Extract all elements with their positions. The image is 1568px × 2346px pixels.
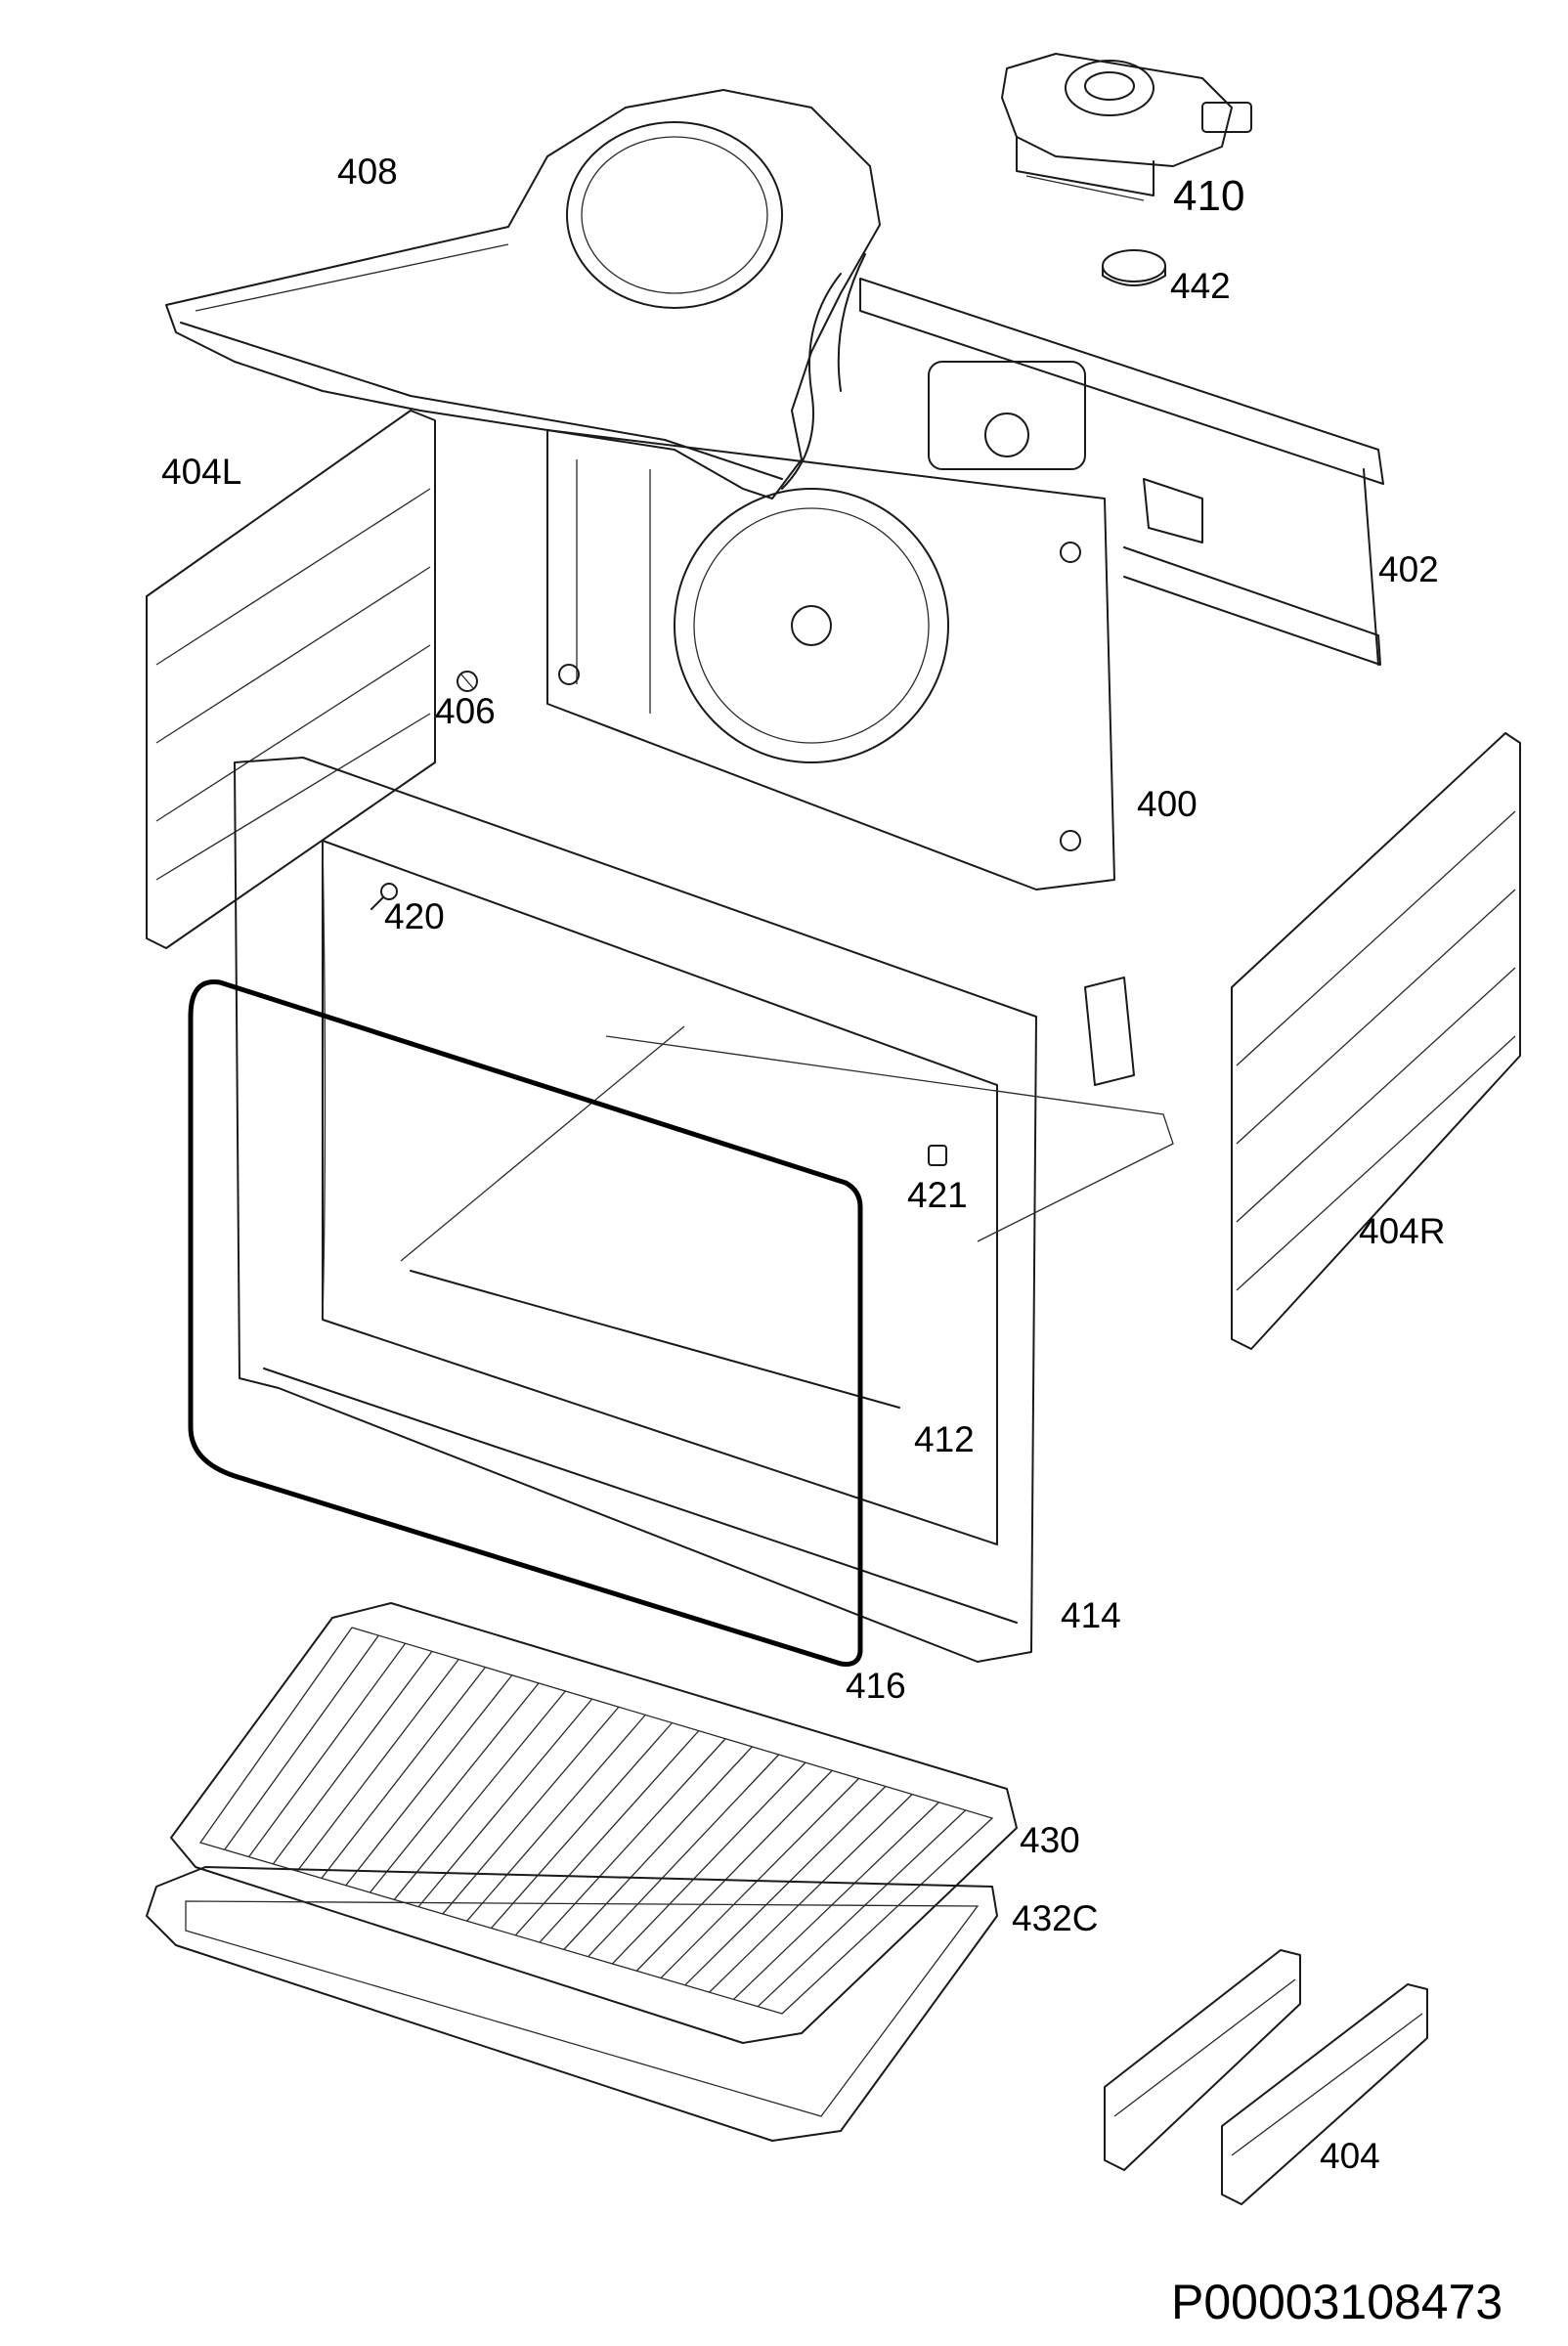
label-421: 421 [907, 1175, 968, 1215]
label-442: 442 [1170, 266, 1231, 306]
part-421-screw [928, 1145, 947, 1166]
shelf-bar [732, 1802, 939, 2000]
label-406: 406 [435, 691, 496, 731]
shelf-bar [563, 1746, 753, 1950]
label-410: 410 [1173, 172, 1244, 220]
label-402: 402 [1378, 549, 1439, 589]
part-404L-runner [146, 410, 436, 949]
diagram-code: P00003108473 [1171, 2275, 1503, 2329]
label-408: 408 [337, 152, 398, 192]
shelf-bar [321, 1667, 486, 1879]
shelf-bar [757, 1809, 967, 2008]
shelf-bar [709, 1794, 913, 1993]
label-404R: 404R [1359, 1211, 1445, 1251]
label-400: 400 [1137, 784, 1198, 824]
shelf-bar [635, 1769, 833, 1972]
label-432C: 432C [1012, 1898, 1098, 1938]
label-430: 430 [1020, 1820, 1080, 1860]
label-416: 416 [846, 1666, 906, 1706]
part-430-wire-shelf [170, 1602, 1018, 2044]
shelf-bar [442, 1706, 620, 1915]
part-414-cavity-frame [234, 757, 1174, 1663]
shelf-bar [466, 1714, 646, 1922]
label-412: 412 [914, 1419, 975, 1459]
part-404-telescopic-runners [1104, 1949, 1428, 2205]
part-410-module [1001, 53, 1252, 201]
part-402-rail [859, 278, 1384, 666]
shelf-bar [370, 1682, 540, 1893]
part-420-screw [370, 883, 398, 910]
part-406-clip [457, 671, 478, 692]
part-408-fan-cover [165, 89, 881, 500]
shelf-bar [514, 1730, 700, 1936]
label-420: 420 [384, 896, 445, 936]
label-404: 404 [1320, 2136, 1380, 2176]
part-404R-runner [1231, 732, 1521, 1350]
shelf-bar [684, 1786, 887, 1986]
shelf-bar [296, 1659, 459, 1872]
part-442-disc [1102, 249, 1166, 286]
shelf-bar [393, 1690, 566, 1900]
shelf-bar [491, 1722, 673, 1929]
shelf-bar [539, 1738, 726, 1943]
label-404L: 404L [161, 452, 241, 492]
shelf-bar [588, 1754, 780, 1958]
shelf-bar [345, 1674, 513, 1887]
shelf-bar [272, 1650, 433, 1865]
shelf-bars [224, 1634, 967, 2008]
shelf-bar [611, 1761, 806, 1965]
part-432C-tray [146, 1866, 998, 2142]
shelf-bar [224, 1634, 379, 1850]
shelf-bar [248, 1642, 407, 1857]
label-414: 414 [1061, 1595, 1121, 1635]
part-416-door-seal [188, 978, 863, 1667]
shelf-bar [660, 1777, 860, 1978]
part-400-back-panel [546, 429, 1115, 891]
